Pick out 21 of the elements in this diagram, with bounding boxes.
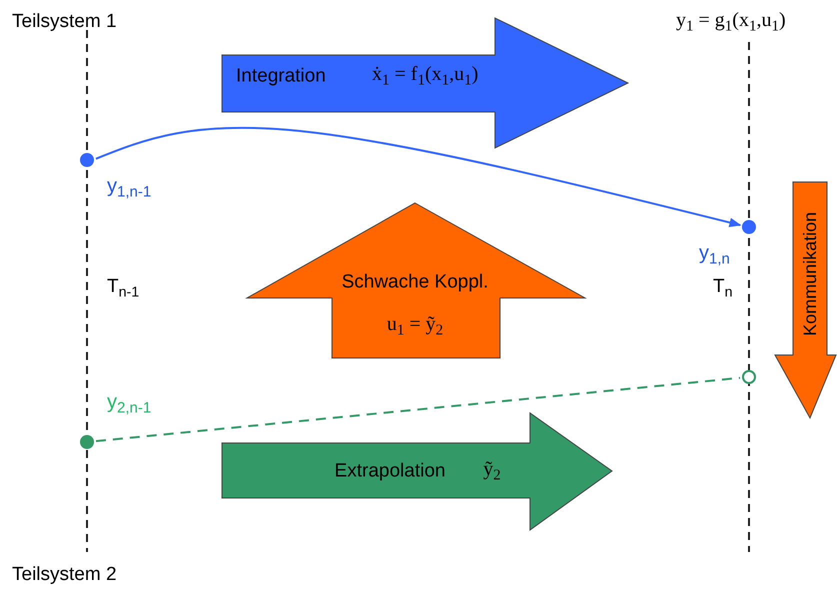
text-label: Teilsystem 2 [12,565,117,584]
arrow-label: Kommunikation [801,212,819,336]
connector [96,126,742,228]
arrow-label: Extrapolation [334,462,446,480]
point-label: y$_{2,n-1}$ [107,392,152,416]
connector [96,376,740,442]
point-marker [80,153,94,167]
formula: ẋ$_{1}$ = f$_{1}$(x$_{1}$,u$_{1}$) [372,64,478,88]
arrow-label: Schwache Koppl. [342,272,488,292]
open-point-marker [742,370,756,384]
formula: y$_{1}$ = g$_{1}$(x$_{1}$,u$_{1}$) [676,10,786,34]
formula: ỹ$_{2}$ [483,458,501,484]
formula: u$_{1}$ = ỹ$_{2}$ [386,314,444,338]
point-label: y$_{1,n}$ [699,243,730,266]
text-label: T$_{n-1}$ [107,277,140,300]
point-marker [80,435,94,449]
point-marker [742,220,756,234]
text-label: T$_{n}$ [713,277,733,300]
point-label: y$_{1,n-1}$ [107,176,152,200]
arrow-label: Integration [236,66,326,86]
text-label: Teilsystem 1 [12,12,117,31]
